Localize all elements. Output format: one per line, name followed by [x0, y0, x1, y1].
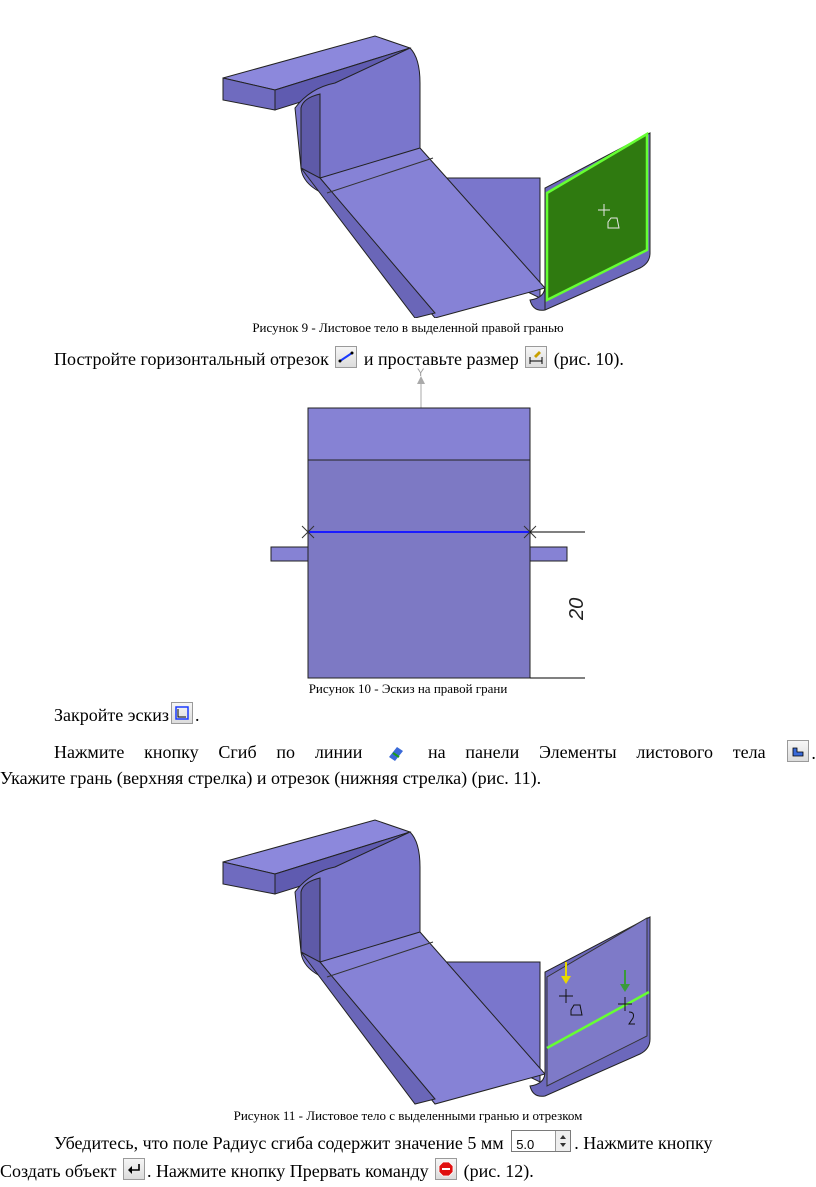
- word: панели: [465, 742, 520, 762]
- paragraph-radius-line-1: Убедитесь, что поле Радиус сгиба содержи…: [54, 1130, 713, 1155]
- stop-icon: [435, 1158, 458, 1180]
- word: на: [427, 742, 446, 762]
- line-segment-icon: [335, 346, 358, 368]
- word: линии: [314, 742, 363, 762]
- para1-text-c: (рис. 10).: [553, 349, 624, 369]
- axis-y-label: Y: [417, 368, 425, 379]
- paragraph-bend-line-2: Укажите грань (верхняя стрелка) и отрезо…: [0, 768, 542, 788]
- word: листового: [636, 742, 713, 762]
- figure-11-sheet-body: [222, 819, 651, 1105]
- para3-line1-end: .: [811, 743, 816, 763]
- paragraph-build-segment: Постройте горизонтальный отрезок и прост…: [54, 346, 624, 371]
- figure-11-caption: Рисунок 11 - Листовое тело с выделенными…: [233, 1108, 583, 1123]
- bend-radius-input[interactable]: 5.0: [511, 1130, 572, 1152]
- word: Сгиб: [218, 742, 257, 762]
- para4-text-a: Убедитесь, что поле Радиус сгиба содержи…: [54, 1133, 504, 1153]
- paragraph-close-sketch: Закройте эскиз.: [54, 702, 199, 727]
- figure-10-sketch: Y 20: [270, 368, 585, 679]
- figure-9-sheet-body: [222, 35, 651, 318]
- paragraph-radius-line-2: Создать объект . Нажмите кнопку Прервать…: [0, 1158, 534, 1183]
- word: Нажмите: [54, 742, 125, 762]
- word: кнопку: [144, 742, 199, 762]
- para4-text-c: Создать объект: [0, 1161, 117, 1181]
- para4-text-e: (рис. 12).: [463, 1161, 534, 1181]
- para4-text-b: . Нажмите кнопку: [574, 1133, 713, 1153]
- bend-radius-value: 5.0: [516, 1137, 535, 1152]
- para1-text-b: и проставьте размер: [363, 349, 519, 369]
- sheet-panel-icon: [787, 740, 810, 762]
- dimension-value: 20: [566, 598, 585, 621]
- bend-line-icon: [384, 740, 406, 762]
- word: тела: [732, 742, 766, 762]
- para4-text-d: . Нажмите кнопку Прервать команду: [146, 1161, 429, 1181]
- word: по: [276, 742, 296, 762]
- close-sketch-icon: [170, 702, 193, 724]
- spin-arrows-icon[interactable]: [555, 1131, 571, 1151]
- para1-text-a: Постройте горизонтальный отрезок: [54, 349, 329, 369]
- figure-10-caption: Рисунок 10 - Эскиз на правой грани: [308, 681, 508, 696]
- dimension-icon: [525, 346, 548, 368]
- create-object-icon: [122, 1158, 145, 1180]
- paragraph-bend-line-1: Нажмите кнопку Сгиб по линии на панели Э…: [54, 740, 816, 765]
- figure-9-caption: Рисунок 9 - Листовое тело в выделенной п…: [252, 320, 564, 335]
- para2-text-b: .: [194, 705, 200, 725]
- para2-text-a: Закройте эскиз: [54, 705, 169, 725]
- word: Элементы: [539, 742, 617, 762]
